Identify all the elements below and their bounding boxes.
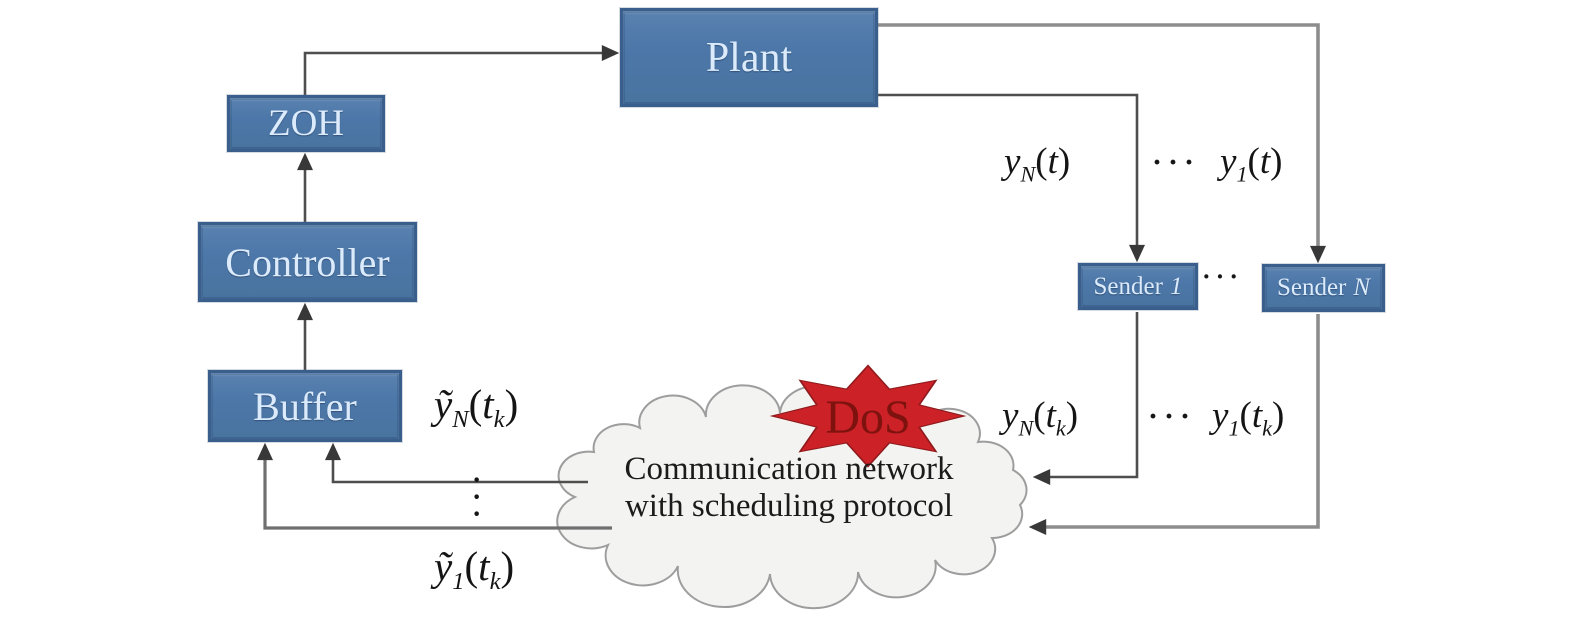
signal-label-y1-t: y1(t) — [1220, 141, 1283, 187]
signal-label-ytildeN-tk: ỹN(tk) — [434, 381, 519, 434]
sender-N-index: N — [1353, 274, 1371, 301]
dos-starburst — [769, 364, 967, 468]
dos-label: DoS — [825, 391, 910, 444]
sender-1-block: Sender 1 — [1078, 263, 1198, 310]
network-cloud-caption: Communication network with scheduling pr… — [568, 451, 1010, 525]
connector-zoh-to-plant — [303, 45, 620, 97]
controller-label: Controller — [225, 239, 390, 285]
network-caption-line1: Communication network — [624, 451, 954, 487]
signal-label-y1-tk: y1(tk) — [1212, 395, 1285, 441]
sender-1-index: 1 — [1169, 272, 1183, 300]
plant-label: Plant — [705, 34, 793, 81]
connector-network-to-buffer-upper — [325, 442, 588, 484]
connector-senderN-to-network — [1028, 314, 1320, 535]
connector-network-to-buffer-lower — [257, 442, 612, 530]
signal-label-yN-tk: yN(tk) — [1002, 395, 1079, 441]
sender-N-label: Sender — [1276, 274, 1347, 301]
ellipsis-y-t: ··· — [1152, 146, 1201, 179]
signal-label-ytilde1-tk: ỹ1(tk) — [434, 543, 515, 596]
connector-plant-to-sender1 — [878, 93, 1145, 263]
ellipsis-senders: ··· — [1202, 262, 1244, 291]
connector-sender1-to-network — [1032, 312, 1139, 485]
sender-N-block: Sender N — [1262, 264, 1385, 312]
ellipsis-y-tk: ··· — [1148, 400, 1197, 433]
zoh-block: ZOH — [227, 95, 385, 152]
sender-1-label: Sender — [1093, 272, 1163, 300]
network-caption-line2: with scheduling protocol — [624, 488, 954, 524]
controller-block: Controller — [198, 222, 417, 302]
plant-block: Plant — [620, 8, 878, 107]
buffer-block: Buffer — [208, 370, 402, 442]
ellipsis-vertical: · · · — [472, 465, 482, 530]
buffer-label: Buffer — [253, 383, 357, 429]
signal-label-yN-t: yN(t) — [1004, 141, 1071, 187]
zoh-label: ZOH — [267, 103, 345, 144]
connector-plant-to-senderN — [878, 23, 1326, 264]
